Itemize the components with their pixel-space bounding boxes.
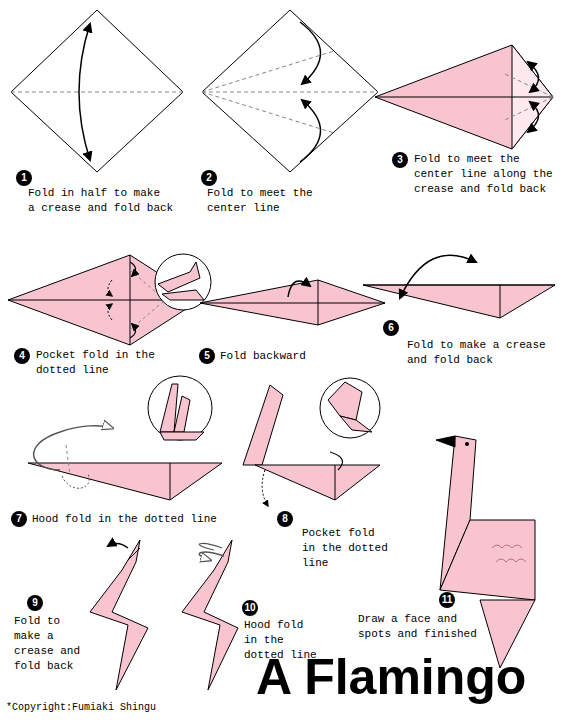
copyright-note: *Copyright:Fumiaki Shingu	[6, 700, 156, 715]
callout-number: 7	[11, 511, 27, 527]
callout-number: 8	[277, 511, 293, 527]
paper-shape	[363, 285, 555, 318]
flamingo-shape	[182, 540, 238, 690]
instruction-text: Fold in half to make a crease and fold b…	[28, 186, 173, 216]
flamingo-beak	[436, 436, 455, 447]
paper-square	[11, 10, 183, 172]
paper-shape	[200, 280, 385, 325]
detail-inset	[148, 376, 212, 440]
callout-number: 10	[242, 600, 258, 616]
callout-number: 11	[439, 592, 455, 608]
instruction-text: Draw a face and spots and finished	[358, 612, 477, 642]
instruction-text: Hood fold in the dotted line	[32, 512, 217, 527]
callout-number: 5	[199, 348, 215, 364]
instruction-text: Pocket fold in the dotted line	[36, 348, 155, 378]
instruction-text: Fold to make a crease and fold back	[14, 614, 80, 674]
detail-inset	[320, 378, 380, 438]
callout-number: 3	[392, 152, 408, 168]
callout-number: 6	[383, 320, 399, 336]
instruction-text: Pocket fold in the dotted line	[302, 526, 388, 571]
paper-kite	[375, 45, 553, 149]
callout-number: 9	[27, 595, 43, 611]
callout-number: 2	[201, 170, 217, 186]
flamingo-body	[440, 520, 535, 600]
detail-inset	[155, 254, 211, 310]
instruction-text: Fold backward	[220, 349, 306, 364]
title: A Flamingo	[256, 652, 526, 702]
instruction-text: Fold to meet the center line along the c…	[414, 152, 553, 197]
instruction-text: Fold to make a crease and fold back	[407, 338, 546, 368]
paper-square	[202, 10, 378, 172]
callout-number: 1	[16, 170, 32, 186]
paper-neck	[243, 385, 283, 465]
paper-shape	[28, 463, 222, 500]
instruction-text: Fold to meet the center line	[207, 186, 313, 216]
callout-number: 4	[14, 348, 30, 364]
flamingo-shape	[90, 540, 148, 690]
